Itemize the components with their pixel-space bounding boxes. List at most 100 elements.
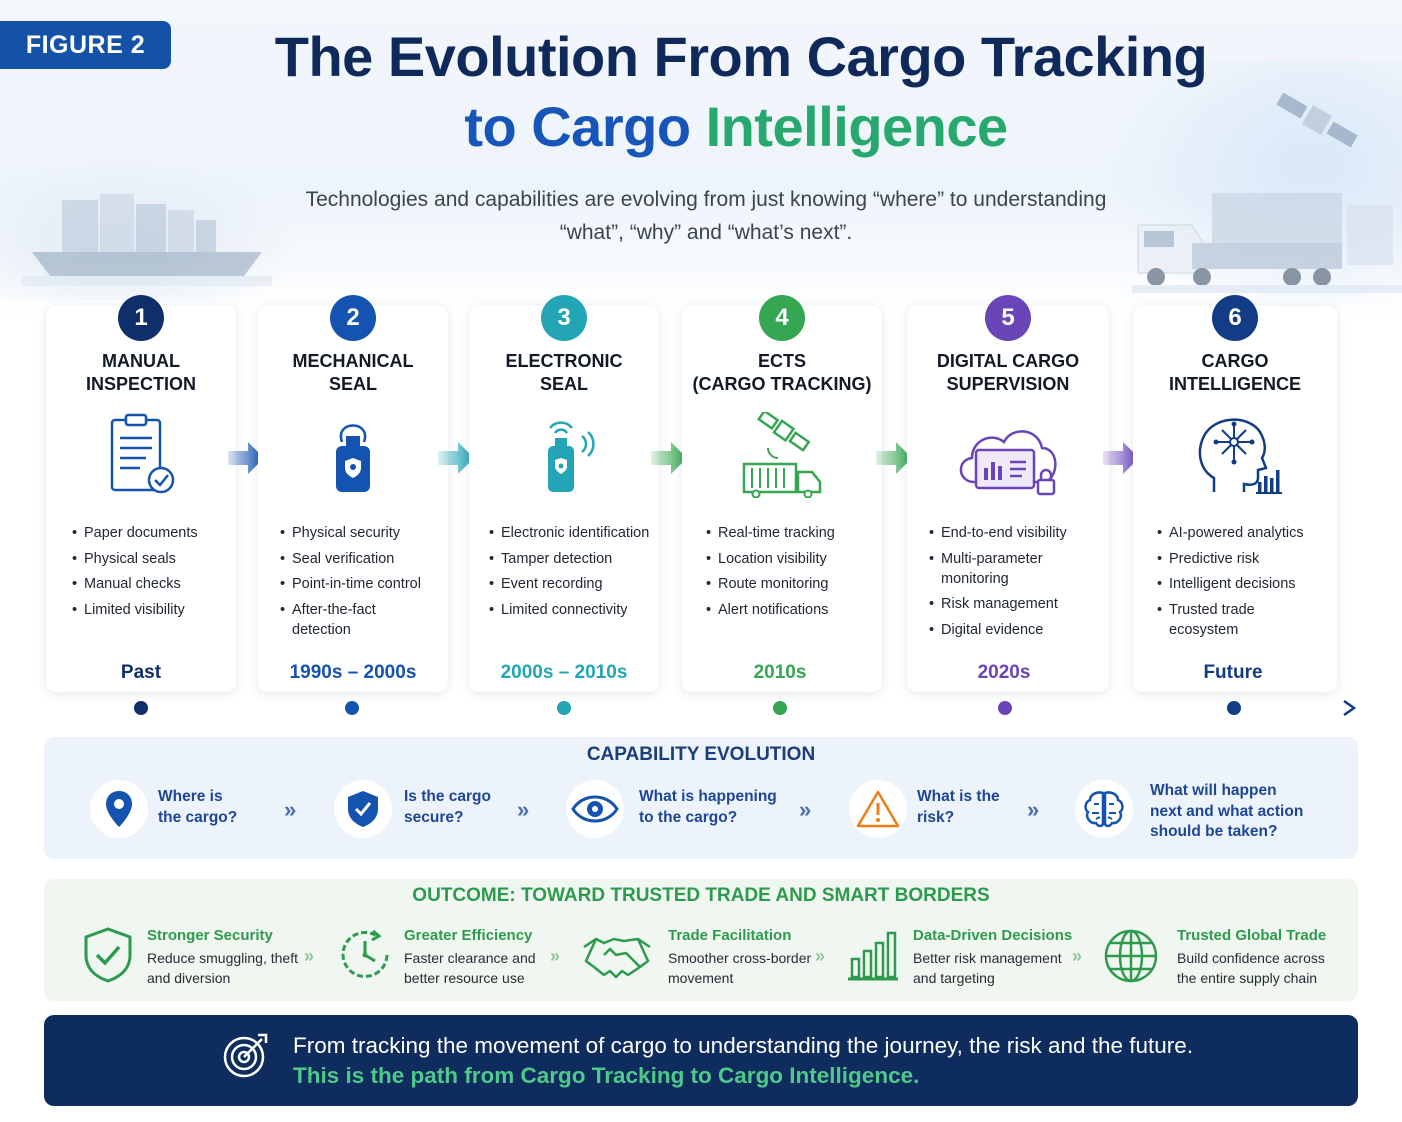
shield-check-icon (84, 927, 132, 983)
stage-title-6: CARGO INTELLIGENCE (1168, 351, 1301, 394)
location-pin-icon (106, 791, 132, 827)
capability-text-4: What is the risk? (917, 788, 1000, 826)
bullet: Predictive risk (1157, 549, 1333, 569)
stage-title-4: ECTS (CARGO TRACKING) (692, 351, 872, 394)
capability-separator: » (284, 797, 297, 822)
stage-title-5: DIGITAL CARGO SUPERVISION (936, 351, 1080, 394)
outcome-desc-3: Smoother cross-border movement (668, 950, 812, 986)
outcome-heading-3: Trade Facilitation (668, 927, 792, 944)
stage-era-1: Past (120, 662, 162, 683)
bullet: Tamper detection (489, 549, 657, 569)
title-part-cargo: to Cargo (464, 95, 691, 158)
outcome-separator: » (1072, 946, 1083, 966)
title-part-intelligence: Intelligence (705, 95, 1009, 158)
outcome-separator: » (304, 946, 315, 966)
timeline-dot-6 (1227, 701, 1241, 715)
arrow-right-icon (228, 442, 264, 474)
outcome-separator: » (550, 946, 561, 966)
bullet: Event recording (489, 574, 657, 594)
bullet: Trusted trade ecosystem (1157, 600, 1333, 640)
stage-card-1 (46, 306, 236, 692)
bullet: Electronic identification (489, 523, 657, 543)
satellite-truck-icon (742, 412, 822, 498)
warning-icon (856, 790, 900, 828)
stage-bullets-6: AI-powered analytics Predictive risk Int… (1157, 523, 1333, 645)
capability-separator: » (1027, 797, 1040, 822)
outcome-desc-1: Reduce smuggling, theft and diversion (147, 950, 298, 986)
arrow-right-icon (651, 442, 687, 474)
banner-line-2: This is the path from Cargo Tracking to … (293, 1063, 920, 1088)
capability-text-3: What is happening to the cargo? (639, 788, 777, 826)
outcome-heading-4: Data-Driven Decisions (913, 927, 1073, 944)
bullet: After-the-fact detection (280, 600, 445, 640)
timeline (44, 700, 1357, 717)
outcome-desc-4: Better risk management and targeting (913, 950, 1062, 986)
page-title-line2: to Cargo Intelligence (0, 94, 1402, 159)
bullet: Multi-parameter monitoring (929, 549, 1107, 589)
bullet: Real-time tracking (706, 523, 876, 543)
stage-title-2: MECHANICAL SEAL (292, 351, 414, 394)
outcome-desc-5: Build confidence across the entire suppl… (1177, 950, 1325, 986)
bullet: Physical seals (72, 549, 232, 569)
outcome-heading-1: Stronger Security (147, 927, 273, 944)
capability-icon-circle (1075, 780, 1133, 838)
shield-check-icon (348, 791, 378, 827)
clipboard-check-icon (110, 413, 175, 494)
globe-icon (1104, 929, 1158, 983)
stage-number-6: 6 (1212, 295, 1258, 341)
stage-number-5: 5 (985, 295, 1031, 341)
bullet: Limited visibility (72, 600, 232, 620)
stage-bullets-5: End-to-end visibility Multi-parameter mo… (929, 523, 1107, 645)
timeline-dot-2 (345, 701, 359, 715)
bullet: Point-in-time control (280, 574, 445, 594)
satellite-illustration (1276, 92, 1358, 148)
capability-icon-circle (90, 780, 148, 838)
bullet: Location visibility (706, 549, 876, 569)
bullet: Limited connectivity (489, 600, 657, 620)
subtitle: Technologies and capabilities are evolvi… (305, 188, 1107, 244)
capability-icon-circle (334, 780, 392, 838)
capability-text-5: What will happen next and what action sh… (1150, 782, 1304, 840)
bullet: Seal verification (280, 549, 445, 569)
stage-card-4 (682, 306, 882, 692)
stage-era-5: 2020s (977, 662, 1031, 683)
stage-era-6: Future (1203, 662, 1263, 683)
stage-bullets-2: Physical security Seal verification Poin… (280, 523, 445, 645)
stage-number-2: 2 (330, 295, 376, 341)
outcome-heading-5: Trusted Global Trade (1177, 927, 1327, 944)
bullet: End-to-end visibility (929, 523, 1107, 543)
capability-icon-circle (566, 780, 624, 838)
capability-separator: » (517, 797, 530, 822)
clock-icon (341, 929, 389, 978)
stage-title-3: ELECTRONIC SEAL (505, 351, 623, 394)
brain-icon (1084, 791, 1124, 828)
bar-chart-icon (848, 931, 898, 981)
capability-title: CAPABILITY EVOLUTION (586, 744, 816, 765)
page-title-line1: The Evolution From Cargo Tracking (274, 25, 1208, 88)
ai-head-icon (1198, 418, 1282, 494)
electronic-seal-icon (548, 421, 595, 492)
timeline-dot-4 (773, 701, 787, 715)
outcome-separator: » (815, 946, 826, 966)
stage-bullets-3: Electronic identification Tamper detecti… (489, 523, 657, 625)
stage-number-1: 1 (118, 295, 164, 341)
capability-text-1: Where is the cargo? (158, 788, 238, 826)
timeline-dot-3 (557, 701, 571, 715)
stage-title-1: MANUAL INSPECTION (85, 351, 196, 394)
capability-icon-circle (849, 780, 907, 838)
capability-panel (44, 737, 1358, 859)
bullet: Risk management (929, 594, 1107, 614)
timeline-dot-1 (134, 701, 148, 715)
target-icon (223, 1033, 268, 1078)
bullet: Alert notifications (706, 600, 876, 620)
figure-label: FIGURE 2 (0, 21, 171, 69)
bullet: Route monitoring (706, 574, 876, 594)
timeline-dot-5 (998, 701, 1012, 715)
outcome-desc-2: Faster clearance and better resource use (404, 950, 536, 986)
stage-number-3: 3 (541, 295, 587, 341)
bullet: Intelligent decisions (1157, 574, 1333, 594)
stage-number-4: 4 (759, 295, 805, 341)
handshake-icon (583, 937, 651, 979)
bullet: Manual checks (72, 574, 232, 594)
stage-bullets-1: Paper documents Physical seals Manual ch… (72, 523, 232, 625)
